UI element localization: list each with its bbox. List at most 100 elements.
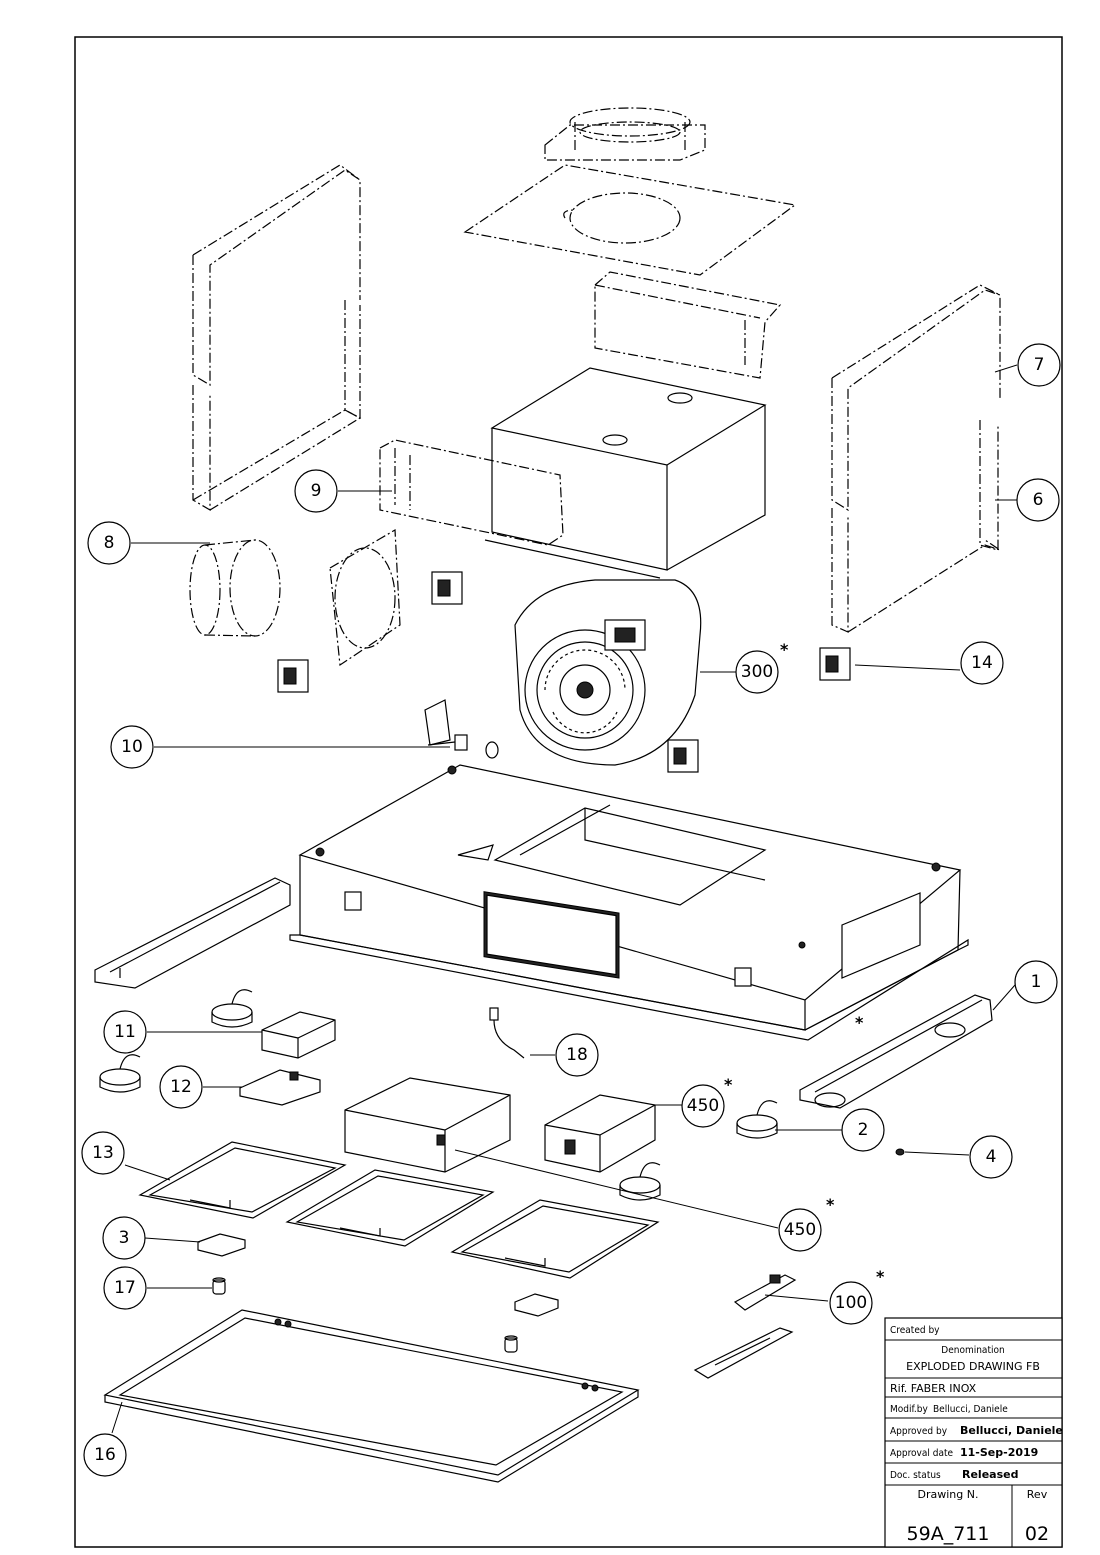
anti-vibration-mount-4 — [667, 739, 699, 773]
callout-13: 13 — [81, 1131, 125, 1175]
callout-label: 6 — [1033, 490, 1044, 510]
callout-3: 3 — [102, 1216, 146, 1260]
junction-box — [261, 1011, 336, 1059]
callout-label: 300 — [741, 662, 773, 682]
drawing-number-value: 59A_711 — [907, 1523, 990, 1545]
motor-housing-box — [484, 367, 767, 579]
denomination-value: EXPLODED DRAWING FB — [906, 1360, 1040, 1373]
drawing-frame — [74, 36, 1063, 1548]
control-board-b — [544, 1094, 656, 1173]
callout-label: 8 — [104, 533, 115, 553]
callout-17: 17 — [103, 1266, 147, 1310]
side-flange-plate — [379, 439, 564, 546]
callout-label: 12 — [170, 1077, 192, 1097]
switch-bracket — [424, 699, 499, 759]
slider-control — [693, 1274, 797, 1379]
asterisk: * — [855, 1013, 864, 1032]
modified-by-label: Modif.by — [890, 1404, 928, 1415]
callout-10: 10 — [110, 725, 154, 769]
approved-by-label: Approved by — [890, 1426, 948, 1437]
callout-label: 16 — [94, 1445, 116, 1465]
bottom-frame — [103, 1309, 640, 1483]
callout-8: 8 — [87, 521, 131, 565]
grease-filter-2 — [285, 1169, 495, 1247]
callout-4: 4 — [969, 1135, 1013, 1179]
cable-harness — [489, 1007, 525, 1059]
callout-label: 100 — [835, 1293, 867, 1313]
callout-450-board-b: 450 — [681, 1084, 725, 1128]
anti-vibration-mount-1 — [431, 571, 463, 605]
callout-11: 11 — [103, 1010, 147, 1054]
callout-label: 18 — [566, 1045, 588, 1065]
callout-label: 2 — [858, 1120, 869, 1140]
blower-motor — [514, 579, 702, 766]
connector-block — [239, 1069, 321, 1106]
callout-label: 1 — [1031, 972, 1042, 992]
doc-status-label: Doc. status — [890, 1470, 941, 1481]
callout-12: 12 — [159, 1065, 203, 1109]
callout-label: 450 — [784, 1220, 816, 1240]
callout-14: 14 — [960, 641, 1004, 685]
duct-spigot — [189, 539, 281, 637]
callout-6: 6 — [1016, 478, 1060, 522]
grease-filter-3 — [450, 1199, 660, 1279]
revision-label: Rev — [1027, 1488, 1048, 1501]
spacer-1 — [212, 1277, 226, 1295]
control-board-a — [344, 1077, 511, 1173]
approval-date-label: Approval date — [890, 1448, 954, 1459]
approval-date-value: 11-Sep-2019 — [960, 1446, 1038, 1459]
callout-1: 1 — [1014, 960, 1058, 1004]
created-by-label: Created by — [890, 1325, 940, 1336]
right-side-rail — [799, 994, 993, 1109]
callout-450-board-a: 450 — [778, 1208, 822, 1252]
denomination-label: Denomination — [941, 1345, 1004, 1356]
parts-illustration — [94, 107, 1001, 1483]
title-block: Created by Denomination EXPLODED DRAWING… — [884, 1317, 1063, 1548]
callout-label: 4 — [986, 1147, 997, 1167]
callout-label: 10 — [121, 737, 143, 757]
callout-label: 11 — [114, 1022, 136, 1042]
anti-vibration-mount-3 — [819, 647, 851, 681]
approved-by-value: Bellucci, Daniele — [960, 1424, 1063, 1437]
asterisk: * — [876, 1267, 885, 1286]
callout-label: 13 — [92, 1143, 114, 1163]
upper-flange-plate — [594, 271, 782, 379]
asterisk: * — [724, 1075, 733, 1094]
leader-lines — [111, 364, 1018, 1434]
drawing-number-label: Drawing N. — [918, 1488, 979, 1501]
modified-by-value: Bellucci, Daniele — [933, 1404, 1008, 1415]
callout-300: 300 — [735, 650, 779, 694]
led-lamp-3 — [736, 1100, 778, 1139]
top-duct-collar — [544, 107, 706, 161]
callout-label: 450 — [687, 1096, 719, 1116]
spacer-2 — [504, 1335, 518, 1353]
flange-ring-plate — [329, 528, 401, 667]
grommet — [895, 1148, 905, 1156]
led-lamp-2 — [99, 1054, 141, 1093]
asterisk-markers: * * * * * — [724, 640, 885, 1286]
reference: Rif. FABER INOX — [890, 1382, 977, 1395]
asterisk: * — [780, 640, 789, 659]
main-hood-body — [289, 764, 969, 1041]
revision-value: 02 — [1025, 1523, 1049, 1545]
callout-label: 3 — [119, 1228, 130, 1248]
asterisk: * — [826, 1195, 835, 1214]
callout-7: 7 — [1017, 343, 1061, 387]
callout-2: 2 — [841, 1108, 885, 1152]
left-telescopic-frame — [192, 164, 362, 512]
led-lamp-1 — [211, 989, 253, 1028]
anti-vibration-mount-2 — [277, 659, 309, 693]
callout-16: 16 — [83, 1433, 127, 1477]
callout-label: 9 — [311, 481, 322, 501]
doc-status-value: Released — [962, 1468, 1018, 1481]
led-lamp-4 — [619, 1162, 661, 1201]
callout-label: 14 — [971, 653, 993, 673]
callout-9: 9 — [294, 469, 338, 513]
right-telescopic-frame — [831, 284, 1001, 633]
grease-filter-1 — [138, 1141, 347, 1219]
left-side-rail — [94, 877, 291, 989]
callout-label: 17 — [114, 1278, 136, 1298]
callout-18: 18 — [555, 1033, 599, 1077]
top-plate — [463, 164, 797, 276]
